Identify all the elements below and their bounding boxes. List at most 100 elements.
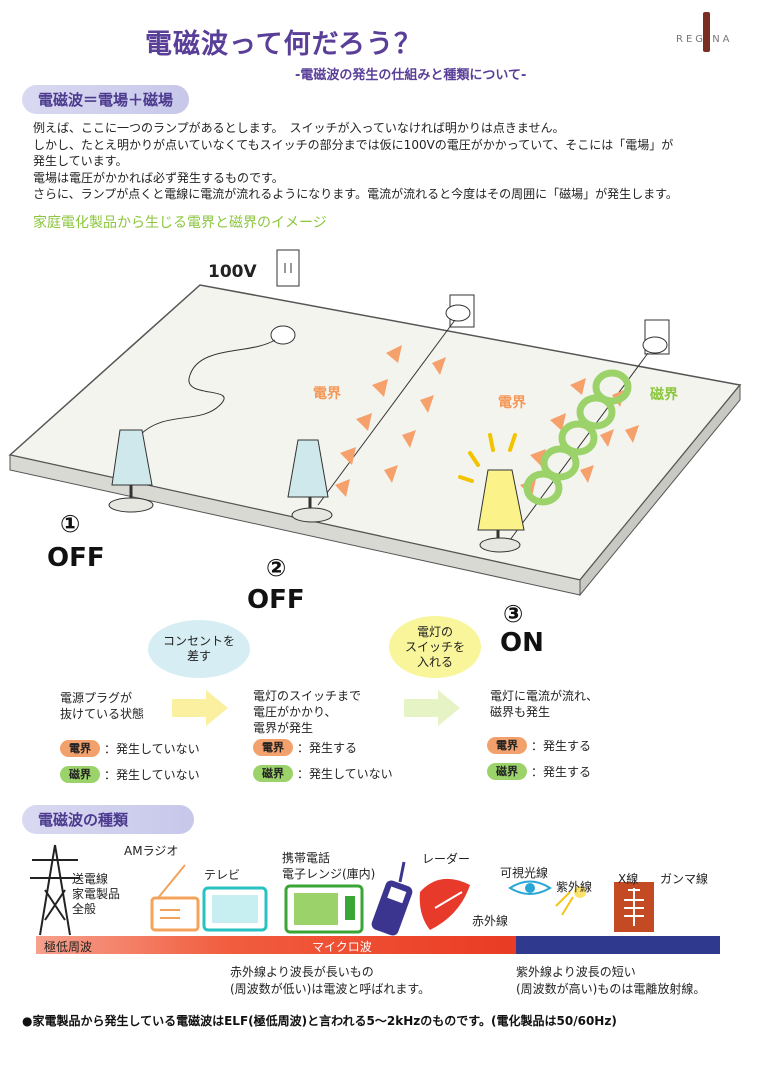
col2-description: 電灯のスイッチまで 電圧がかかり、 電界が発生 — [253, 688, 361, 736]
electric-field-arrows-2 — [335, 345, 446, 497]
note-line: (周波数が高い)ものは電離放射線。 — [516, 982, 706, 996]
status-text: ：発生する — [531, 739, 592, 753]
magnetic-tag: 磁界 — [253, 765, 293, 782]
col2-magnetic-row: 磁界 ：発生していない — [253, 765, 393, 782]
electric-tag: 電界 — [60, 740, 100, 757]
paragraph-line: 電場は電圧がかかれば必ず発生するものです。 — [33, 170, 284, 185]
note-radio-waves: 赤外線より波長が長いもの (周波数が低い)は電波と呼ばれます。 — [230, 964, 430, 998]
bubble-switch-on: 電灯の スイッチを 入れる — [389, 616, 481, 678]
electric-field-label-3: 電界 — [498, 395, 526, 411]
state-2-number: ② — [266, 554, 287, 582]
state-1-label: OFF — [47, 543, 105, 573]
label-line: 携帯電話 — [282, 851, 331, 865]
tv-label: テレビ — [204, 868, 241, 882]
desc-line: 磁界も発生 — [490, 705, 551, 719]
sun-icon — [555, 886, 586, 916]
col1-electric-row: 電界 ：発生していない — [60, 740, 200, 757]
am-radio-label: AMラジオ — [124, 844, 179, 858]
desc-line: 電界が発生 — [253, 721, 314, 735]
label-line: 全般 — [72, 902, 97, 916]
col1-magnetic-row: 磁界 ：発生していない — [60, 766, 200, 783]
note-line: 紫外線より波長の短い — [516, 965, 636, 979]
page-title: 電磁波って何だろう？ — [145, 29, 423, 60]
electric-tag: 電界 — [253, 739, 293, 756]
paragraph-line: 例えば、ここに一つのランプがあるとします。 スイッチが入っていなければ明かりは点… — [33, 121, 565, 135]
flow-arrow-1 — [172, 690, 228, 726]
col3-magnetic-row: 磁界 ：発生する — [487, 763, 591, 780]
radio-icon — [150, 864, 200, 932]
lamp-illustration — [8, 249, 742, 597]
microwave-icon — [284, 884, 364, 934]
col3-electric-row: 電界 ：発生する — [487, 737, 591, 754]
wall-outlet-icon — [276, 249, 300, 287]
section-heading-em-wave: 電磁波＝電場＋磁場 — [22, 85, 190, 114]
gamma-label: ガンマ線 — [660, 872, 709, 886]
footer-note: ●家電製品から発生している電磁波はELF(極低周波)と言われる5～2kHzのもの… — [22, 1014, 617, 1028]
magnetic-field-label: 磁界 — [650, 387, 678, 403]
status-text: ：発生していない — [104, 768, 200, 782]
state-2-label: OFF — [247, 585, 305, 615]
magnetic-tag: 磁界 — [487, 763, 527, 780]
desc-line: 抜けている状態 — [60, 707, 145, 721]
table-edge-side — [579, 383, 741, 597]
col1-description: 電源プラグが 抜けている状態 — [60, 690, 144, 722]
lamp-1-shade — [111, 429, 153, 486]
desc-line: 電源プラグが — [60, 691, 133, 705]
page-subtitle: -電磁波の発生の仕組みと種類について- — [295, 68, 527, 83]
illustration-caption: 家庭電化製品から生じる電界と磁界のイメージ — [33, 215, 327, 231]
voltage-label: 100V — [208, 262, 257, 282]
note-line: (周波数が低い)は電波と呼ばれます。 — [230, 982, 431, 996]
microwave-bar-label: マイクロ波 — [312, 940, 372, 954]
visible-light-label: 可視光線 — [500, 866, 549, 880]
magnetic-tag: 磁界 — [60, 766, 100, 783]
spectrum-bar-low — [36, 936, 516, 954]
label-line: 電子レンジ(庫内) — [282, 867, 376, 881]
spectrum-bar-high — [516, 936, 720, 954]
logo-text: REG NA — [676, 34, 733, 45]
intro-paragraph: 例えば、ここに一つのランプがあるとします。 スイッチが入っていなければ明かりは点… — [33, 120, 733, 203]
bubble-plug-in: コンセントを 差す — [148, 620, 250, 678]
logo-mark — [703, 12, 710, 52]
radar-icon — [419, 878, 470, 930]
state-3-number: ③ — [503, 600, 524, 628]
mobile-phone-icon — [371, 861, 413, 936]
elf-bar-label: 極低周波 — [44, 940, 93, 954]
paragraph-line: しかし、たとえ明かりが点いていなくてもスイッチの部分までは仮に100Vの電圧がか… — [33, 137, 674, 152]
tv-icon — [202, 886, 268, 932]
paragraph-line: 発生しています。 — [33, 154, 128, 168]
ultraviolet-label: 紫外線 — [556, 880, 593, 894]
note-ionizing: 紫外線より波長の短い (周波数が高い)ものは電離放射線。 — [516, 964, 705, 998]
flow-arrow-2 — [404, 690, 460, 726]
plug-icon — [270, 325, 296, 345]
desc-line: 電灯のスイッチまで — [253, 689, 362, 703]
note-line: 赤外線より波長が長いもの — [230, 965, 374, 979]
state-3-label: ON — [500, 628, 544, 658]
xray-label: X線 — [618, 872, 639, 886]
paragraph-line: さらに、ランプが点くと電線に電流が流れるようになります。電流が流れると今度はその… — [33, 187, 678, 201]
tower-label: 送電線 家電製品 全般 — [72, 872, 120, 917]
desc-line: 電圧がかかり、 — [253, 705, 337, 719]
xray-icon — [614, 882, 654, 932]
label-line: 送電線 — [72, 872, 109, 886]
col3-description: 電灯に電流が流れ、 磁界も発生 — [490, 688, 598, 720]
label-line: 家電製品 — [72, 887, 121, 901]
desc-line: 電灯に電流が流れ、 — [490, 689, 599, 703]
status-text: ：発生する — [297, 741, 358, 755]
status-text: ：発生していない — [104, 742, 200, 756]
lamp-3-shade — [477, 469, 525, 531]
state-1-number: ① — [60, 510, 81, 538]
section-heading-em-types: 電磁波の種類 — [22, 805, 194, 834]
electric-field-label-2: 電界 — [313, 386, 341, 402]
spectrum-icons — [30, 844, 654, 936]
magnetic-field-rings — [523, 369, 632, 506]
status-text: ：発生する — [531, 765, 592, 779]
col2-electric-row: 電界 ：発生する — [253, 739, 357, 756]
status-text: ：発生していない — [297, 767, 393, 781]
radar-label: レーダー — [422, 852, 471, 866]
electric-tag: 電界 — [487, 737, 527, 754]
mobile-microwave-label: 携帯電話 電子レンジ(庫内) — [282, 850, 375, 882]
infrared-label: 赤外線 — [472, 914, 509, 928]
transmission-tower-icon — [30, 844, 80, 936]
light-rays — [458, 433, 517, 483]
lamp-2-shade — [287, 439, 329, 498]
